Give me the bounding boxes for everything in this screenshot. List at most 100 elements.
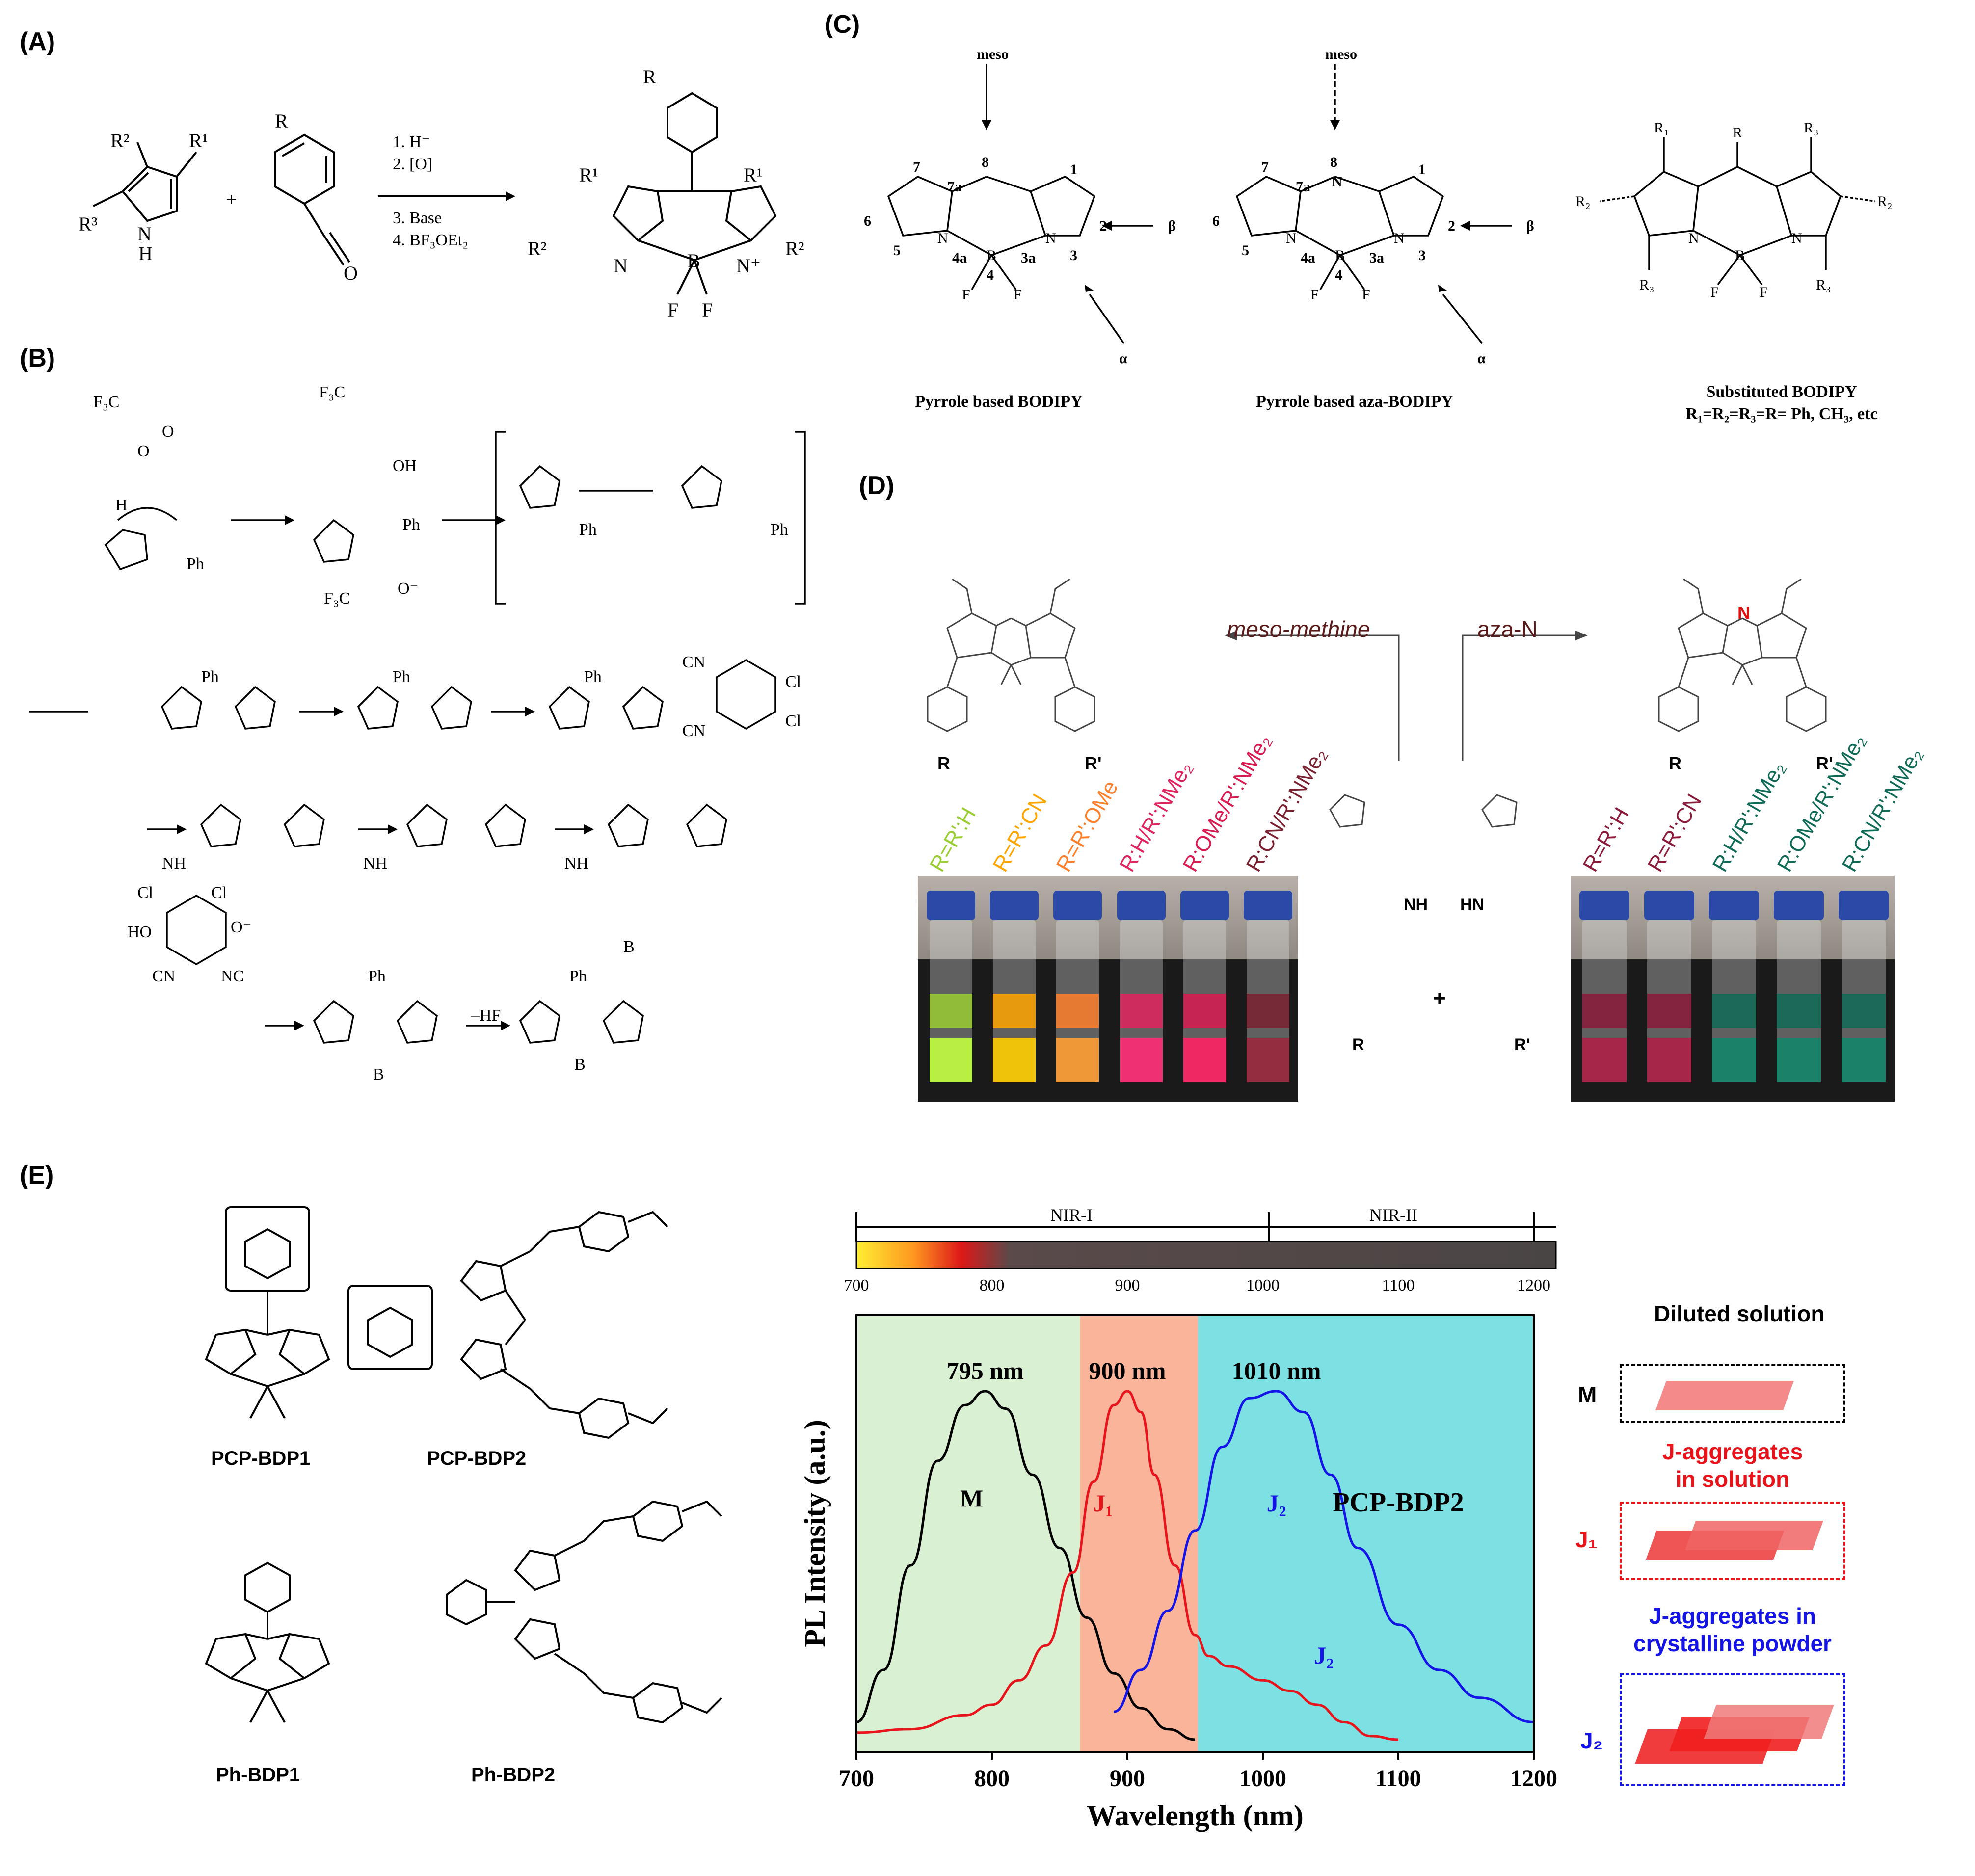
vial-cap [1243,891,1292,920]
svg-text:β: β [1168,218,1176,234]
svg-text:F: F [1760,284,1768,300]
legend-j1-box [1620,1502,1845,1580]
molecule-ph-bdp2: Ph-BDP2 [471,1764,556,1786]
legend-j2-title: J-aggregates in crystalline powder [1633,1603,1832,1656]
svg-text:F: F [1710,284,1719,300]
plot-frame [855,1314,1535,1753]
peak-label: 1010 nm [1232,1357,1321,1384]
svg-text:F: F [702,299,713,321]
svg-text:B: B [623,938,635,956]
svg-text:α: α [1477,350,1486,367]
bar-tick-label: 700 [844,1276,869,1295]
molecule-pcp-bdp1: PCP-BDP1 [211,1448,311,1469]
series-label: M [960,1484,983,1512]
svg-text:4: 4 [987,267,994,283]
vial-solution [1120,994,1163,1028]
vial-cap [1579,891,1629,920]
svg-text:F: F [1014,287,1022,303]
svg-text:3a: 3a [1369,250,1384,266]
vial-cap [1644,891,1694,920]
vial [1839,891,1889,1087]
vial-fluorescence [930,1038,973,1082]
svg-text:R: R [275,110,288,132]
svg-text:Ph: Ph [201,668,219,686]
svg-text:4: 4 [1335,267,1342,283]
vial-fluorescence [993,1038,1036,1082]
svg-text:CN: CN [682,653,705,671]
vial-cap [1709,891,1759,920]
legend-j1-tag: J₁ [1575,1527,1598,1552]
vial-fluorescence [1842,1038,1886,1082]
vial [990,891,1039,1087]
svg-text:1: 1 [1070,161,1077,178]
legend-j2-tag: J₂ [1580,1728,1603,1753]
svg-text:7a: 7a [1296,179,1310,195]
chart-annotation: PCP-BDP2 [1333,1487,1464,1518]
svg-text:Ph: Ph [368,967,386,985]
svg-text:3a: 3a [1021,250,1036,266]
svg-text:NH: NH [363,854,387,872]
svg-text:R²: R² [785,238,804,260]
svg-text:meso: meso [1325,49,1357,62]
legend-m-box [1620,1364,1845,1423]
svg-text:R¹: R¹ [744,164,763,186]
svg-text:4a: 4a [952,250,967,266]
vial-fluorescence [1120,1038,1163,1082]
svg-text:7a: 7a [947,179,962,195]
bar-tick-label: 800 [980,1276,1005,1295]
right-r-label: R [1669,753,1681,773]
x-axis-label: Wavelength (nm) [1087,1799,1304,1832]
left-r-label: R [937,753,950,773]
svg-text:B: B [574,1056,586,1074]
svg-text:R₃: R₃ [1639,277,1654,293]
svg-text:Ph: Ph [393,668,410,686]
series-line-M [856,1390,1196,1741]
svg-text:5: 5 [1242,242,1249,259]
panel-c-label: (C) [825,10,860,39]
legend-m-title: Diluted solution [1654,1301,1825,1326]
svg-text:N: N [1688,230,1699,246]
panel-b-label: (B) [20,344,55,372]
x-tick-label: 900 [1110,1766,1145,1792]
svg-text:N: N [614,255,628,277]
pyrrole-plus: + [1433,986,1446,1010]
caption-aza-bodipy: Pyrrole based aza-BODIPY [1256,393,1453,411]
svg-text:R¹: R¹ [189,130,208,152]
x-tick-label: 1000 [1239,1766,1286,1792]
svg-text:R²: R² [528,238,547,260]
pyrrole-rp-label: R' [1514,1035,1530,1054]
svg-text:Cl: Cl [785,712,801,730]
svg-text:F: F [667,299,678,321]
vial-fluorescence [1582,1038,1627,1082]
svg-text:N: N [1394,230,1405,246]
svg-text:O: O [344,262,358,284]
vial [1180,891,1229,1087]
bar-tick-label: 1200 [1517,1276,1550,1295]
svg-text:N⁺: N⁺ [736,255,761,277]
series-label: J₂ [1267,1489,1286,1517]
svg-text:R₁: R₁ [1654,120,1669,136]
nir-ii-label: NIR-II [1369,1205,1417,1225]
svg-text:Ph: Ph [579,521,597,539]
svg-text:B: B [1735,247,1745,264]
vial-cap [1053,891,1102,920]
vial [927,891,976,1087]
vial-photo-left [918,876,1298,1102]
arrow-label-aza-n: aza-N [1477,616,1538,642]
caption-bodipy: Pyrrole based BODIPY [915,393,1083,411]
series-label: J₂ [1314,1641,1334,1669]
vial-solution [1842,994,1886,1028]
svg-text:6: 6 [1212,213,1220,229]
svg-text:B: B [687,250,700,272]
svg-text:B: B [373,1065,384,1083]
svg-text:O: O [162,423,174,441]
vial-solution [1056,994,1099,1028]
vial-fluorescence [1056,1038,1099,1082]
vial [1579,891,1629,1087]
panel-d-structures [927,579,1827,828]
molecule-ph-bdp1: Ph-BDP1 [216,1764,300,1786]
svg-text:F: F [1362,287,1370,303]
arrow-label-meso-methine: meso-methine [1227,616,1370,642]
spectral-band [1080,1315,1198,1752]
svg-text:1. H⁻: 1. H⁻ [393,133,430,151]
